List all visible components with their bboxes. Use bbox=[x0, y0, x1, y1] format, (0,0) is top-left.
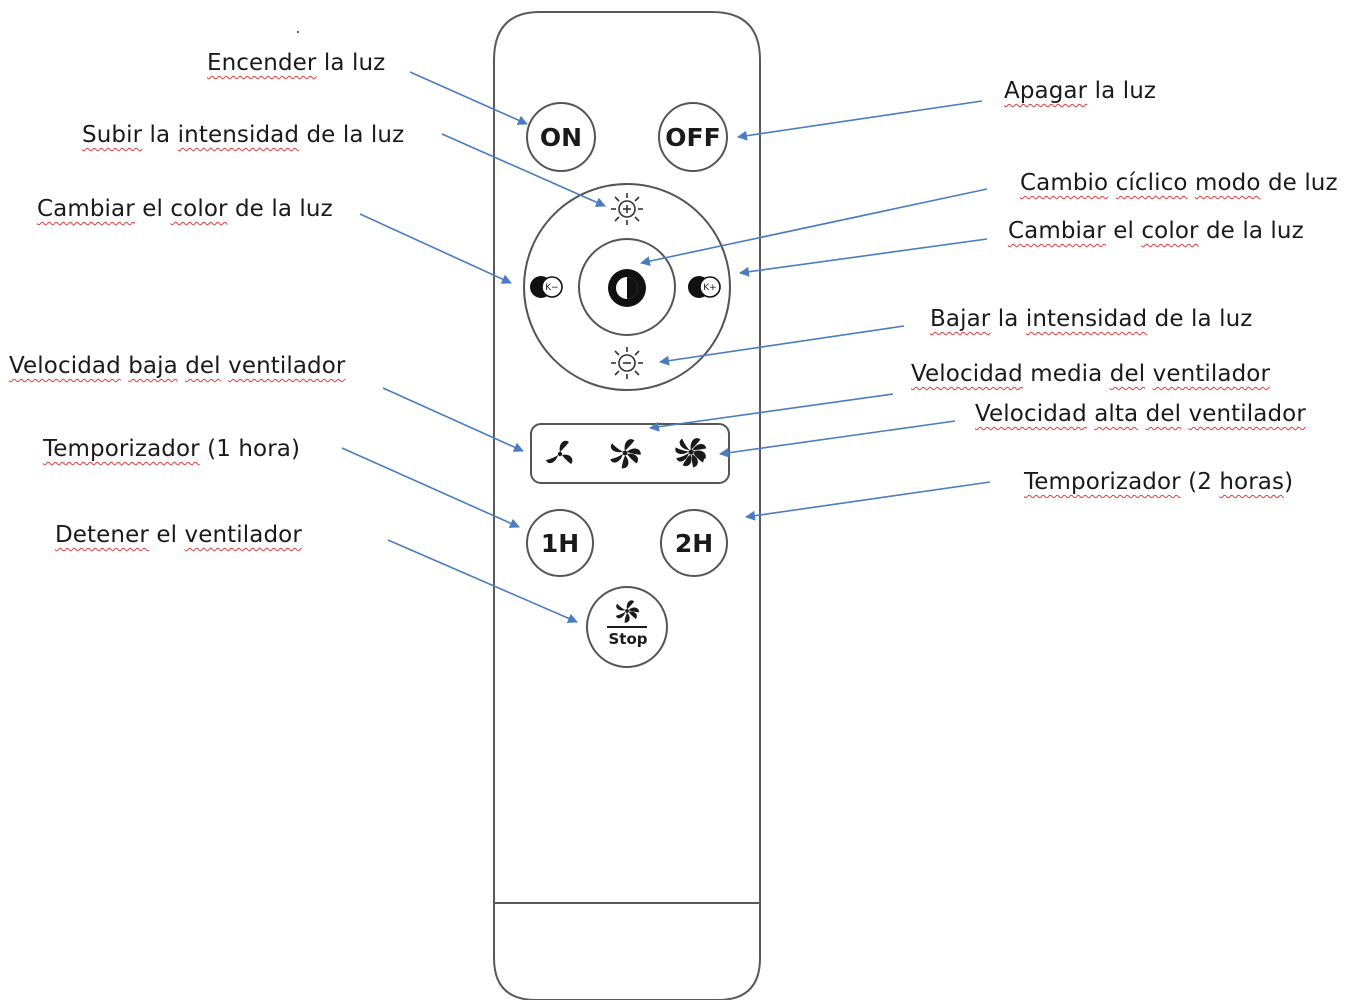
label-color-left: Cambiar el color de la luz bbox=[37, 196, 333, 222]
timer-1h-button[interactable]: 1H bbox=[526, 509, 594, 577]
label-subir: Subir la intensidad de la luz bbox=[82, 122, 405, 148]
on-button[interactable]: ON bbox=[526, 102, 596, 172]
stray-dot bbox=[297, 31, 299, 33]
arrow-bajar bbox=[659, 325, 905, 366]
arrow-subir bbox=[441, 133, 606, 207]
label-encender: Encender la luz bbox=[207, 50, 386, 76]
label-temp-2h: Temporizador (2 horas) bbox=[1024, 469, 1294, 495]
timer-1h-label: 1H bbox=[541, 529, 579, 558]
label-apagar: Apagar la luz bbox=[1004, 78, 1157, 104]
arrow-color-right bbox=[739, 238, 988, 277]
off-button-label: OFF bbox=[665, 123, 720, 152]
arrow-vel-media bbox=[649, 393, 894, 432]
arrow-vel-baja bbox=[382, 387, 524, 452]
stop-label: Stop bbox=[608, 630, 647, 648]
color-temp-minus-button[interactable]: K− bbox=[530, 276, 563, 298]
label-temp-1h: Temporizador (1 hora) bbox=[43, 436, 301, 462]
off-button[interactable]: OFF bbox=[658, 102, 728, 172]
label-bajar: Bajar la intensidad de la luz bbox=[930, 306, 1253, 332]
color-temp-plus-button[interactable]: K+ bbox=[688, 276, 721, 298]
arrow-apagar bbox=[737, 100, 983, 141]
mode-cycle-button[interactable] bbox=[608, 269, 646, 307]
label-vel-baja: Velocidad baja del ventilador bbox=[9, 353, 346, 379]
arrow-encender bbox=[409, 71, 528, 125]
label-detener: Detener el ventilador bbox=[55, 522, 302, 548]
remote-body bbox=[493, 11, 761, 1000]
label-cambio-ciclico: Cambio cíclico modo de luz bbox=[1020, 170, 1338, 196]
fan-stop-button[interactable]: Stop bbox=[586, 586, 668, 668]
arrow-detener bbox=[387, 539, 578, 624]
brightness-down-button[interactable] bbox=[611, 347, 643, 379]
brightness-up-button[interactable] bbox=[611, 193, 643, 225]
timer-2h-label: 2H bbox=[675, 529, 713, 558]
k-plus-label: K+ bbox=[703, 283, 716, 293]
arrow-vel-alta bbox=[719, 420, 956, 458]
on-button-label: ON bbox=[540, 123, 582, 152]
callout-arrows bbox=[341, 71, 991, 624]
arrow-temp-2h bbox=[745, 481, 991, 521]
label-vel-media: Velocidad media del ventilador bbox=[911, 361, 1271, 387]
k-minus-label: K− bbox=[545, 283, 558, 293]
arrow-cambio-ciclico bbox=[640, 188, 988, 267]
label-color-right: Cambiar el color de la luz bbox=[1008, 218, 1304, 244]
label-vel-alta: Velocidad alta del ventilador bbox=[975, 401, 1306, 427]
timer-2h-button[interactable]: 2H bbox=[660, 509, 728, 577]
arrow-temp-1h bbox=[341, 447, 520, 528]
arrow-color-left bbox=[359, 213, 512, 284]
